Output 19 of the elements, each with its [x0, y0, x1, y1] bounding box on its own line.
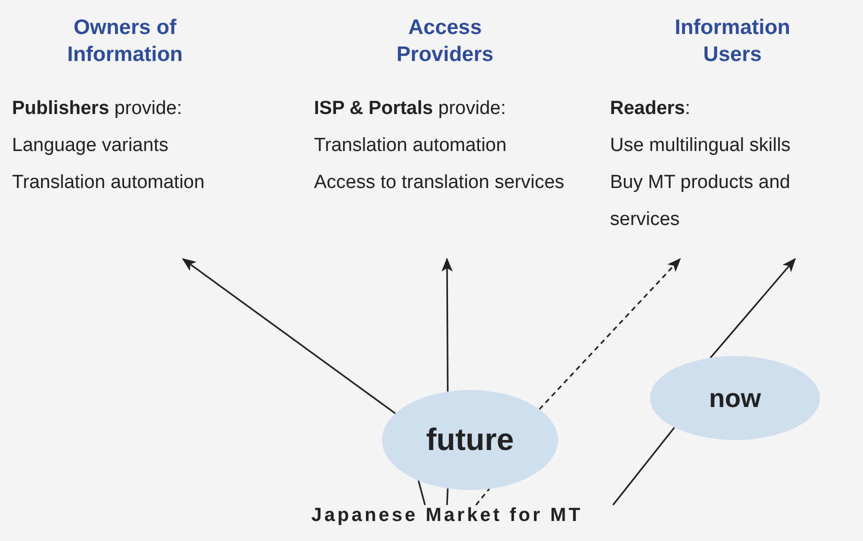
list-item: Access to translation services	[314, 171, 566, 195]
list-item: Translation automation	[314, 134, 508, 158]
stage-label: future	[426, 422, 514, 458]
column-intro: ISP & Portals provide:	[314, 97, 507, 121]
list-item: Use multilingual skills	[610, 134, 792, 158]
column-heading: Information Users	[674, 15, 792, 68]
column-intro: Readers:	[610, 97, 692, 121]
arrow	[710, 258, 796, 358]
list-item: Translation automation	[12, 171, 206, 195]
list-item: Buy MT products and services	[610, 171, 792, 232]
market-label: Japanese Market for MT	[311, 505, 583, 526]
column-heading: Owners of Information	[66, 15, 184, 68]
column-intro: Publishers provide:	[12, 97, 184, 121]
column-heading: Access Providers	[396, 15, 494, 68]
arrow	[538, 258, 681, 410]
arrow	[441, 258, 453, 392]
stage-label: now	[709, 382, 761, 414]
arrow	[182, 258, 396, 414]
list-item: Language variants	[12, 134, 170, 158]
